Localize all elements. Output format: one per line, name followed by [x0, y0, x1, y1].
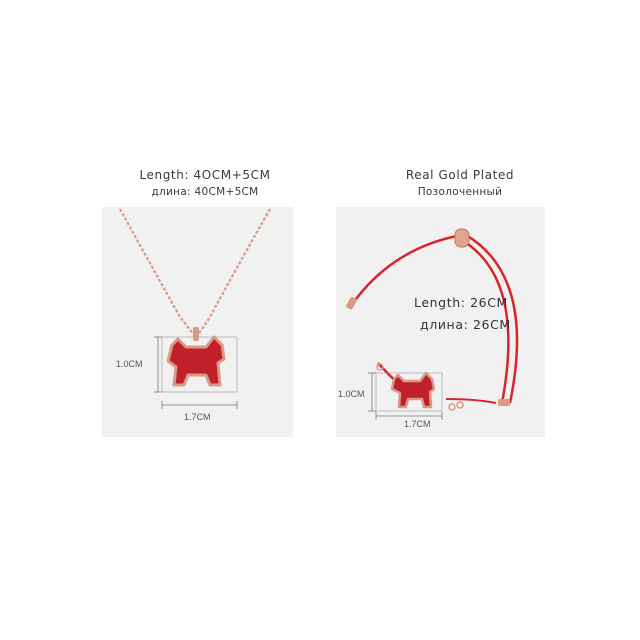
bracelet-caption: Real Gold Plated Позолоченный [360, 168, 560, 198]
bracelet-illustration [346, 228, 519, 420]
necklace-caption: Length: 4OCM+5CM длина: 40CM+5CM [110, 168, 300, 198]
bracelet-length-en: Length: 26CM [414, 295, 508, 310]
bracelet-height-label: 1.0CM [338, 389, 365, 399]
bracelet-width-label: 1.7CM [404, 419, 431, 429]
necklace-photo: 1.0CM 1.7CM [102, 207, 293, 437]
bracelet-title-ru: Позолоченный [417, 186, 503, 198]
necklace-height-label: 1.0CM [116, 359, 143, 369]
bracelet-title-en: Real Gold Plated [405, 168, 515, 182]
necklace-width-label: 1.7CM [184, 412, 211, 422]
bracelet-length-ru: длина: 26CM [420, 317, 511, 332]
necklace-illustration [119, 208, 271, 409]
bracelet-photo: Length: 26CM длина: 26CM 1.0CM 1.7CM [336, 207, 545, 437]
necklace-length-en: Length: 4OCM+5CM [139, 168, 271, 182]
necklace-length-ru: длина: 40CM+5CM [151, 186, 259, 198]
